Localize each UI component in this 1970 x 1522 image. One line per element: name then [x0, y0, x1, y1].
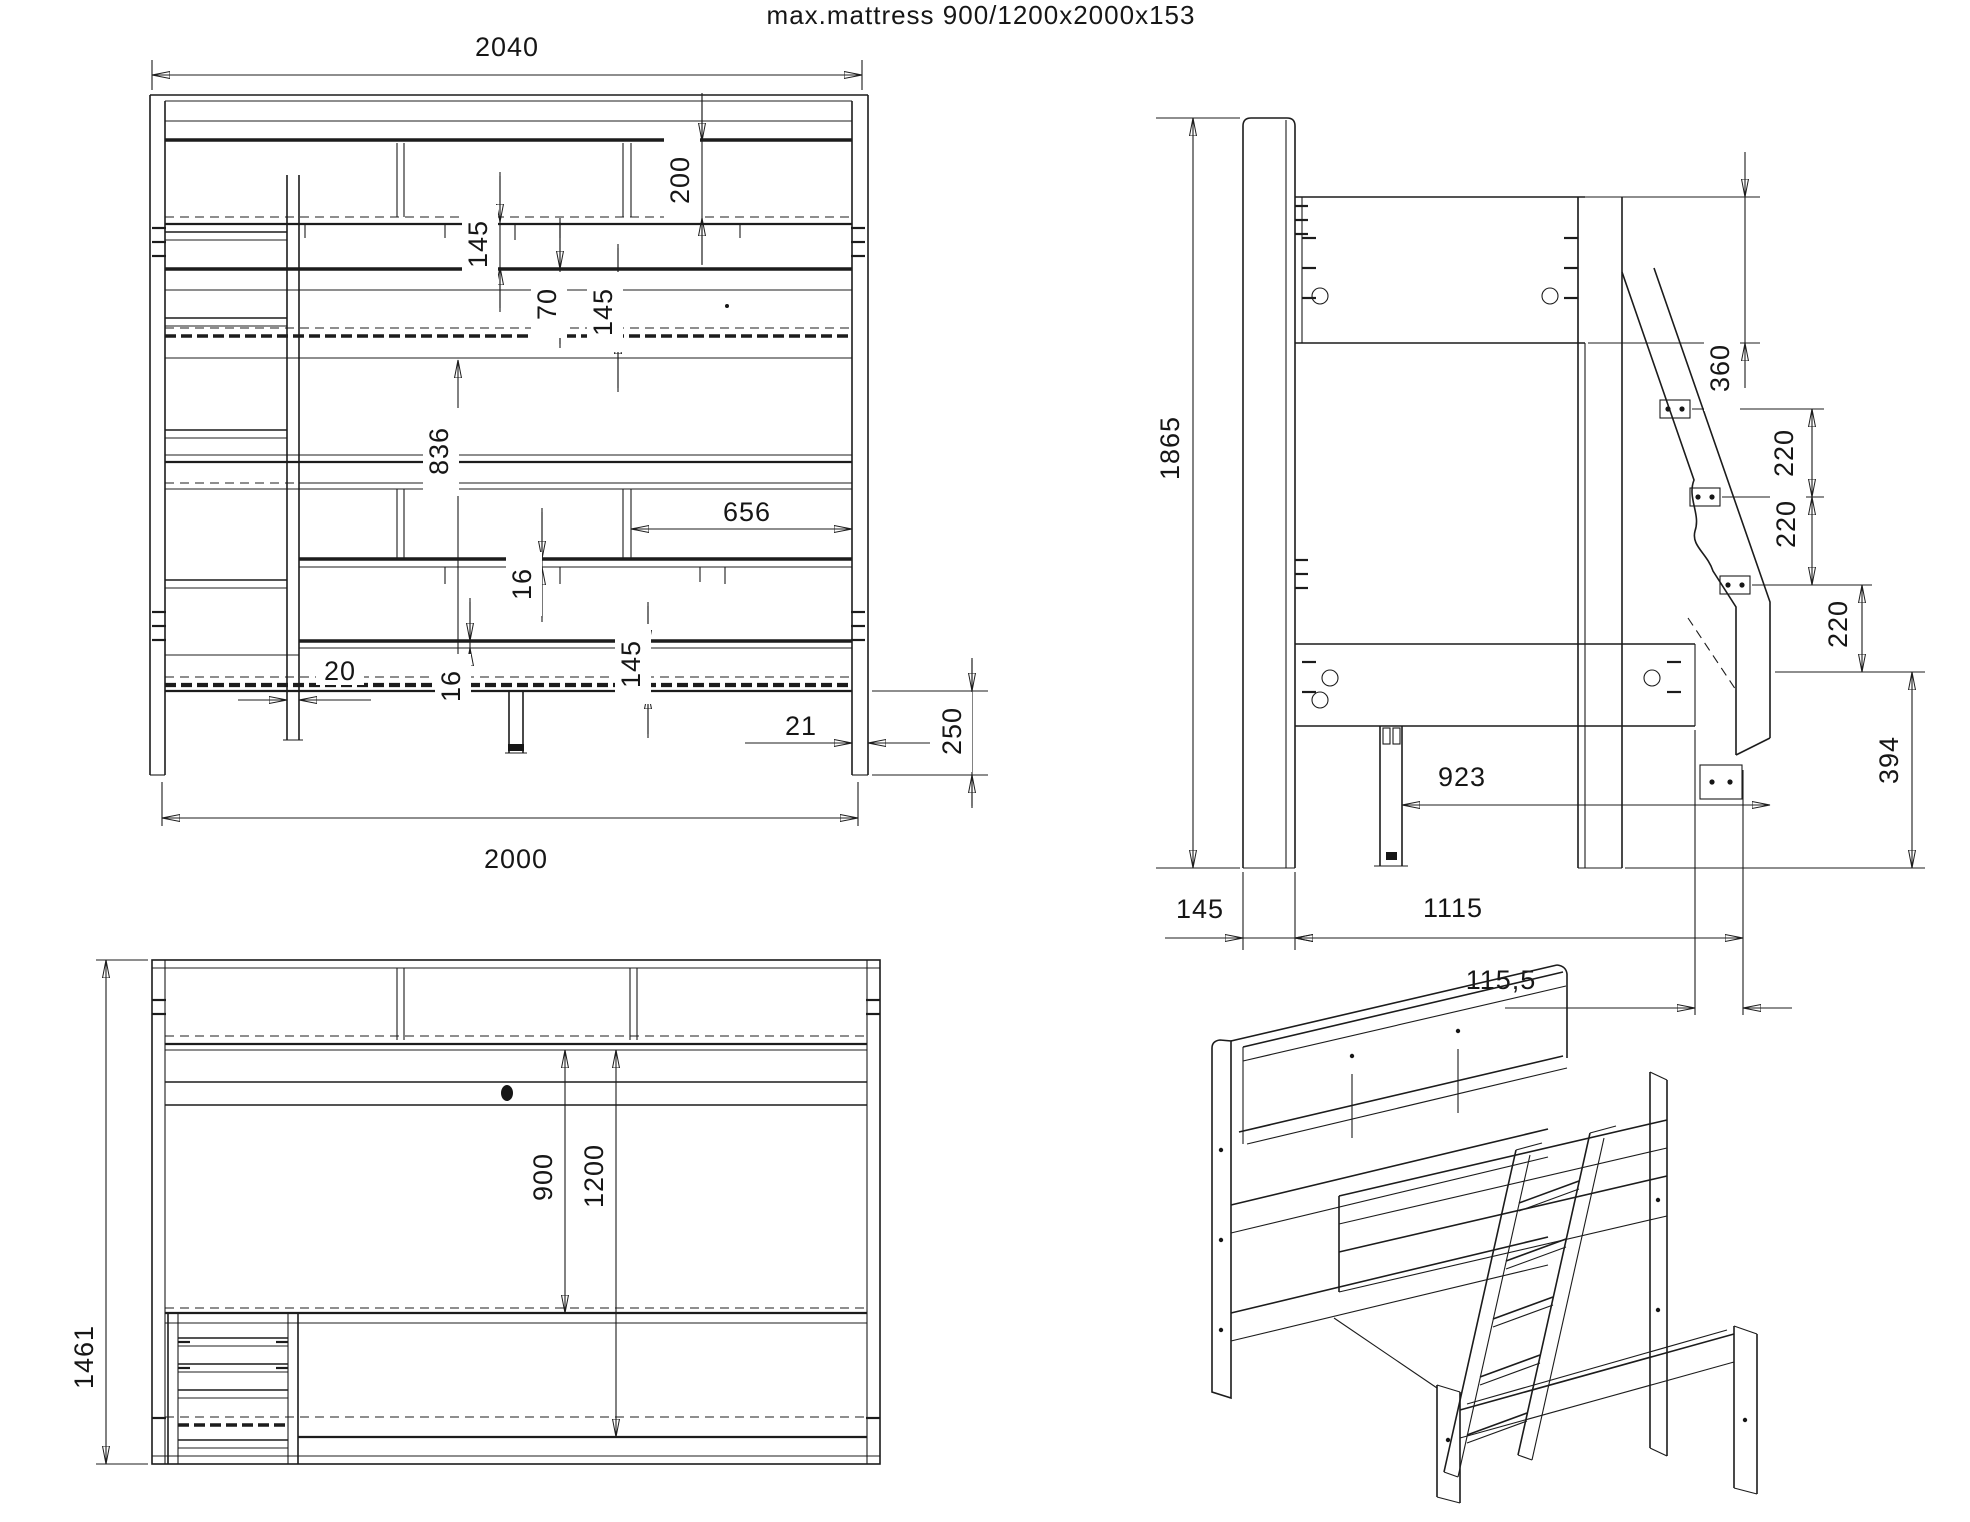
dim-side-post-depth: 145: [1176, 894, 1224, 924]
plan-view: 1461 900 1200: [69, 959, 881, 1465]
side-dimensions: [1156, 117, 1925, 1015]
dim-front-rail-height: 70: [532, 288, 562, 320]
front-labels: 2040 200 145 70 145 836 16 656 16 20 145…: [316, 32, 972, 874]
dim-front-panel-thickness: 21: [785, 711, 817, 741]
dim-front-overall-width: 2040: [475, 32, 539, 62]
front-dimensions: [151, 60, 988, 826]
dim-front-platform-3: 145: [616, 640, 646, 688]
dim-side-step-3: 220: [1823, 600, 1853, 648]
plan-labels: 1461 900 1200: [69, 1130, 614, 1389]
dim-front-board-2: 16: [436, 670, 466, 702]
dim-front-platform-2: 145: [588, 288, 618, 336]
perspective-view: [1211, 964, 1758, 1504]
dim-side-step-1: 220: [1769, 429, 1799, 477]
iso-left-post: [1211, 1039, 1232, 1400]
front-structure: [149, 94, 869, 776]
side-view: 1865 360 220 220 220 394 923 145 1115 11…: [1154, 117, 1925, 1015]
side-labels: 1865 360 220 220 220 394 923 145 1115 11…: [1154, 326, 1909, 995]
dim-side-total-height: 1865: [1155, 416, 1185, 480]
dim-front-bed-length: 2000: [484, 844, 548, 874]
dim-side-ladder-offset: 115,5: [1466, 965, 1537, 995]
iso-lower-bunk: [1230, 1236, 1758, 1504]
dim-front-partition: 20: [324, 656, 356, 686]
iso-headboard-shelf: [1230, 964, 1568, 1145]
front-view: 2040 200 145 70 145 836 16 656 16 20 145…: [149, 32, 988, 874]
dim-side-leg-distance: 923: [1438, 762, 1486, 792]
plan-structure: [151, 959, 881, 1465]
iso-ladder: [1443, 1125, 1617, 1478]
side-structure: [1242, 117, 1771, 869]
sheet-title: max.mattress 900/1200x2000x153: [767, 0, 1196, 30]
dim-front-bunk-spacing: 836: [424, 427, 454, 475]
dim-front-leg-height: 250: [937, 707, 967, 755]
plan-dimensions: [96, 959, 616, 1465]
dim-plan-total-depth: 1461: [69, 1325, 99, 1389]
dim-side-total-depth: 1115: [1423, 893, 1483, 923]
dim-front-platform-1: 145: [463, 220, 493, 268]
dim-plan-upper-width: 900: [528, 1153, 558, 1201]
dim-side-rail-above: 360: [1705, 344, 1735, 392]
dim-front-shelf-width: 656: [723, 497, 771, 527]
dim-side-step-2: 220: [1771, 500, 1801, 548]
dim-front-board-1: 16: [507, 568, 537, 600]
dim-side-foot-height: 394: [1874, 736, 1904, 784]
dim-front-shelf-height: 200: [665, 156, 695, 204]
dim-plan-lower-width: 1200: [579, 1144, 609, 1208]
